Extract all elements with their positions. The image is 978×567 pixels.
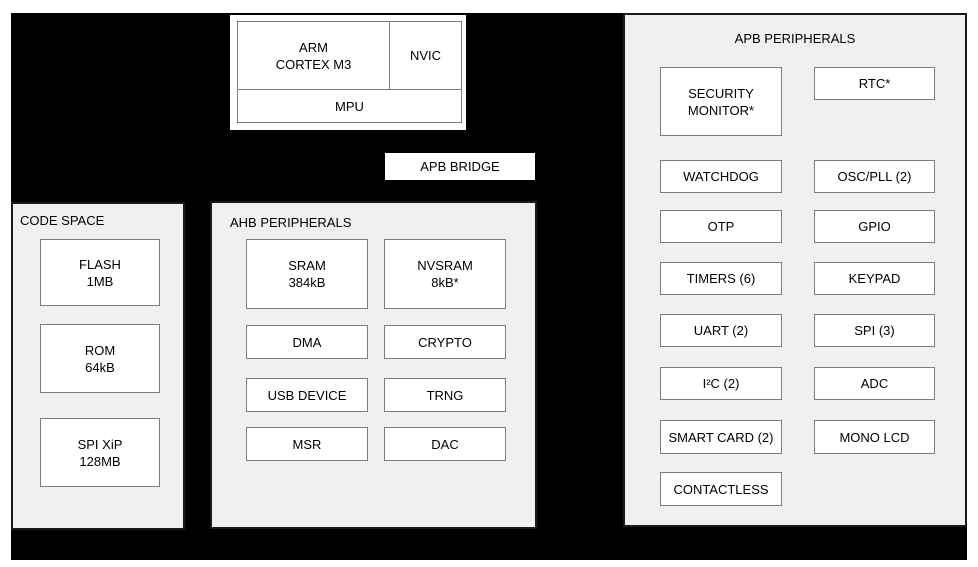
block-adc: ADC xyxy=(814,367,935,400)
block-trng: TRNG xyxy=(384,378,506,412)
gpio-label: GPIO xyxy=(858,219,891,234)
sram-label-line2: 384kB xyxy=(288,275,326,290)
apb-bridge-label: APB BRIDGE xyxy=(420,159,500,174)
arm-core-label-line1: ARM xyxy=(299,39,328,55)
flash-label-line2: 1MB xyxy=(86,273,114,289)
block-otp: OTP xyxy=(660,210,782,243)
block-flash: FLASH 1MB xyxy=(40,239,160,306)
rtc-label: RTC* xyxy=(858,76,891,91)
nvsram-label-line1: NVSRAM xyxy=(417,258,473,273)
spi-label: SPI (3) xyxy=(854,323,895,338)
block-contactless: CONTACTLESS xyxy=(660,472,782,506)
block-crypto: CRYPTO xyxy=(384,325,506,359)
apb-title: APB PERIPHERALS xyxy=(734,31,856,46)
mpu-box: MPU xyxy=(237,89,462,123)
osc-pll-label: OSC/PLL (2) xyxy=(837,169,912,184)
block-nvsram: NVSRAM 8kB* xyxy=(384,239,506,309)
usb-device-label: USB DEVICE xyxy=(267,387,347,403)
timers-label: TIMERS (6) xyxy=(686,271,756,286)
security-monitor-label-line1: SECURITY xyxy=(688,85,754,101)
i2c-label: I²C (2) xyxy=(702,376,740,391)
apb-bridge-box: APB BRIDGE xyxy=(383,151,537,182)
dma-label: DMA xyxy=(292,334,322,350)
uart-label: UART (2) xyxy=(693,323,749,338)
watchdog-label: WATCHDOG xyxy=(683,169,759,184)
block-rtc: RTC* xyxy=(814,67,935,100)
mpu-label: MPU xyxy=(335,98,364,114)
keypad-label: KEYPAD xyxy=(848,271,901,286)
rom-label-line2: 64kB xyxy=(85,359,115,375)
spi-xip-label-line2: 128MB xyxy=(79,453,121,469)
dac-label: DAC xyxy=(431,436,459,452)
block-spi-xip: SPI XiP 128MB xyxy=(40,418,160,487)
block-mono-lcd: MONO LCD xyxy=(814,420,935,454)
nvic-label: NVIC xyxy=(409,48,442,63)
block-smart-card: SMART CARD (2) xyxy=(660,420,782,454)
crypto-label: CRYPTO xyxy=(418,334,472,350)
adc-label: ADC xyxy=(860,376,889,391)
trng-label: TRNG xyxy=(426,387,464,403)
smart-card-label: SMART CARD (2) xyxy=(668,429,774,445)
nvsram-label-line2: 8kB* xyxy=(431,275,459,290)
security-monitor-label-line2: MONITOR* xyxy=(687,102,755,118)
block-keypad: KEYPAD xyxy=(814,262,935,295)
arm-core-box: ARM CORTEX M3 xyxy=(237,21,390,90)
spi-xip-label-line1: SPI XiP xyxy=(77,436,123,452)
arm-core-label-line2: CORTEX M3 xyxy=(275,56,352,72)
mono-lcd-label: MONO LCD xyxy=(839,429,910,445)
block-dac: DAC xyxy=(384,427,506,461)
block-spi: SPI (3) xyxy=(814,314,935,347)
block-gpio: GPIO xyxy=(814,210,935,243)
nvic-box: NVIC xyxy=(389,21,462,90)
msr-label: MSR xyxy=(292,436,322,452)
panel-apb-peripherals: APB PERIPHERALS SECURITY MONITOR* RTC* W… xyxy=(623,13,967,527)
block-dma: DMA xyxy=(246,325,368,359)
panel-ahb-peripherals: AHB PERIPHERALS SRAM 384kB NVSRAM 8kB* D… xyxy=(210,201,537,529)
block-watchdog: WATCHDOG xyxy=(660,160,782,193)
block-rom: ROM 64kB xyxy=(40,324,160,393)
sram-label-line1: SRAM xyxy=(288,258,326,273)
block-i2c: I²C (2) xyxy=(660,367,782,400)
block-msr: MSR xyxy=(246,427,368,461)
code-space-title: CODE SPACE xyxy=(20,213,105,228)
panel-code-space: CODE SPACE FLASH 1MB ROM 64kB SPI XiP 12… xyxy=(11,202,185,530)
contactless-label: CONTACTLESS xyxy=(673,481,769,497)
otp-label: OTP xyxy=(707,219,735,234)
block-uart: UART (2) xyxy=(660,314,782,347)
cpu-block: ARM CORTEX M3 NVIC MPU xyxy=(228,13,468,132)
ahb-title: AHB PERIPHERALS xyxy=(230,215,352,230)
block-usb-device: USB DEVICE xyxy=(246,378,368,412)
flash-label-line1: FLASH xyxy=(79,256,121,272)
rom-label-line1: ROM xyxy=(84,342,116,358)
block-sram: SRAM 384kB xyxy=(246,239,368,309)
block-security-monitor: SECURITY MONITOR* xyxy=(660,67,782,136)
block-osc-pll: OSC/PLL (2) xyxy=(814,160,935,193)
block-timers: TIMERS (6) xyxy=(660,262,782,295)
